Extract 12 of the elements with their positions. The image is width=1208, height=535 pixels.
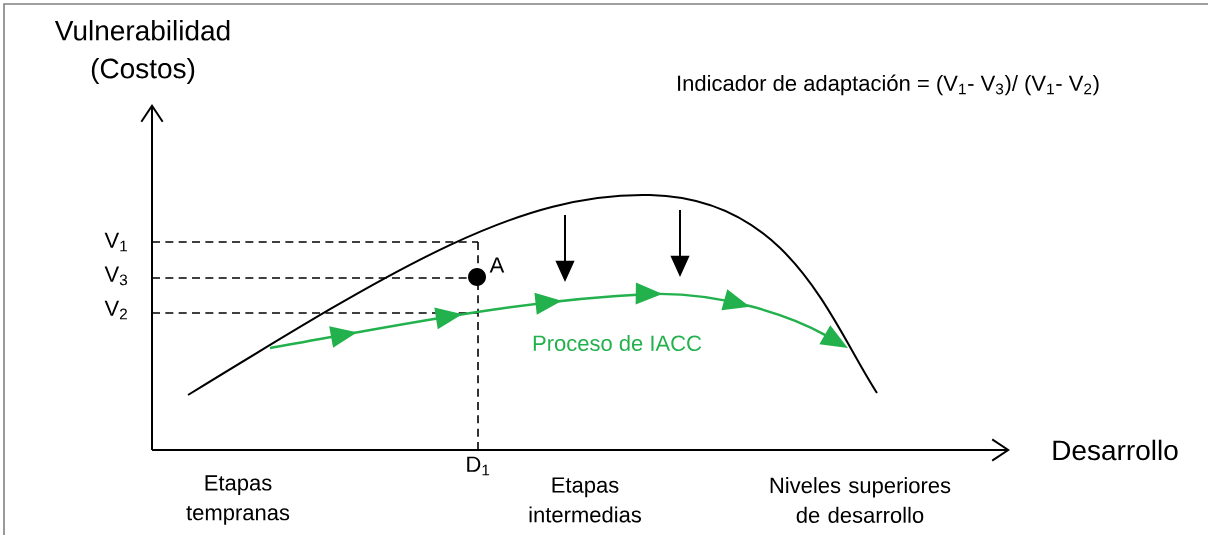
axis-title: Desarrollo [1053,439,1178,461]
stage-label: Niveles superiores de desarrollo [770,477,951,523]
axis-title: Vulnerabilidad (Costos) [54,20,230,84]
point-label: A [489,257,505,273]
stage-label: Etapas tempranas [186,475,290,525]
tick-label: V$_{3}$ [104,266,128,286]
stage-label: Etapas intermedias [529,477,642,523]
curve-label: Proceso de IACC [533,334,702,352]
formula-text: Indicador de adaptación = (V$_{1}$- V$_{3}$)/ (V$_{1}$- V$_{2}$) [678,74,1099,96]
tick-label: V$_{2}$ [104,300,127,320]
tick-label: D$_{1}$ [467,456,490,476]
tick-label: V$_{1}$ [104,232,127,252]
